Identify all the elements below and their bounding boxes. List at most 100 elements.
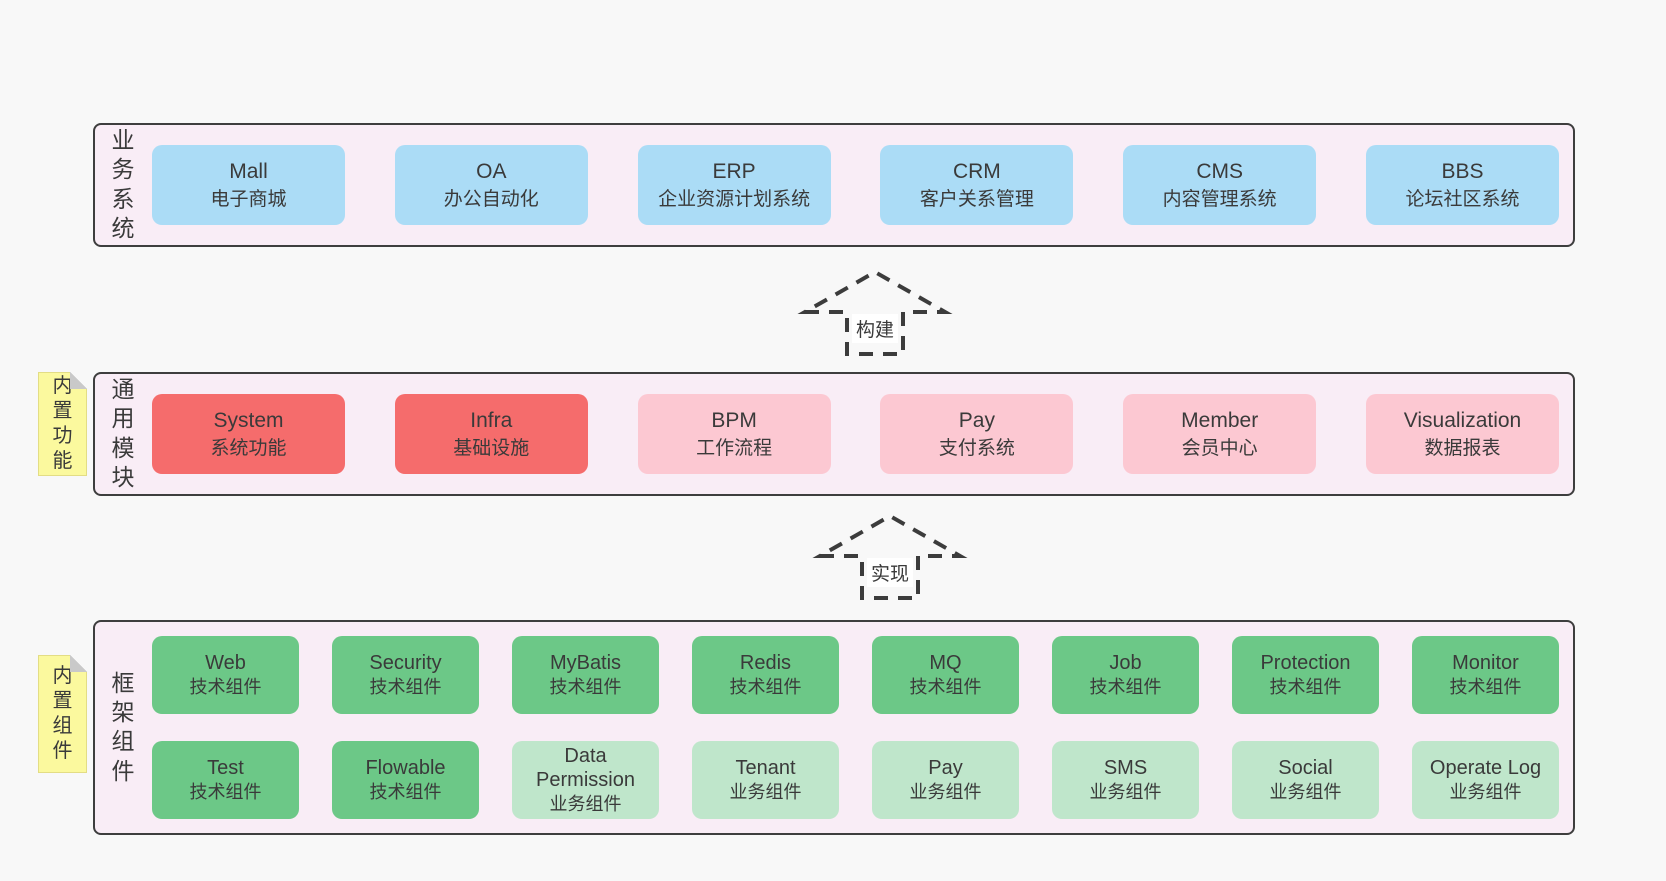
implement-arrow: 实现 — [810, 512, 970, 612]
box-pay-component: Pay 业务组件 — [872, 741, 1019, 819]
box-redis-name: Redis — [739, 652, 792, 675]
build-arrow-label: 构建 — [851, 314, 899, 343]
box-bbs-desc: 论坛社区系统 — [1405, 188, 1520, 210]
box-tenant: Tenant 业务组件 — [692, 741, 839, 819]
box-sms: SMS 业务组件 — [1052, 741, 1199, 819]
up-arrow-icon — [812, 513, 968, 600]
box-social-name: Social — [1278, 757, 1333, 780]
box-social: Social 业务组件 — [1232, 741, 1379, 819]
box-erp-desc: 企业资源计划系统 — [658, 188, 811, 210]
box-mq-desc: 技术组件 — [909, 677, 982, 698]
sticky-note-builtin-components: 内置组件 — [38, 655, 87, 773]
box-visualization-desc: 数据报表 — [1424, 437, 1501, 459]
band-business-systems: 业务系统 Mall 电子商城 OA 办公自动化 ERP 企业资源计划系统 CRM… — [93, 123, 1575, 247]
box-pay-module: Pay 支付系统 — [880, 394, 1074, 474]
box-pay-component-desc: 业务组件 — [909, 782, 982, 803]
box-bpm-name: BPM — [711, 408, 757, 432]
box-test-name: Test — [207, 757, 244, 780]
box-social-desc: 业务组件 — [1269, 782, 1342, 803]
fold-corner-icon — [70, 655, 87, 672]
box-oa: OA 办公自动化 — [394, 145, 588, 225]
box-pay-component-name: Pay — [928, 757, 963, 780]
box-mall-name: Mall — [229, 159, 268, 183]
box-job-name: Job — [1109, 652, 1142, 675]
box-oa-desc: 办公自动化 — [443, 188, 539, 210]
box-web: Web 技术组件 — [152, 636, 299, 714]
box-monitor-desc: 技术组件 — [1449, 677, 1522, 698]
box-pay-module-name: Pay — [958, 408, 995, 432]
box-security-name: Security — [369, 652, 442, 675]
framework-row-2: Test 技术组件 Flowable 技术组件 Data Permission … — [152, 741, 1559, 819]
box-security: Security 技术组件 — [332, 636, 479, 714]
box-system: System 系统功能 — [152, 394, 345, 474]
sticky-builtin-components-label: 内置组件 — [52, 665, 73, 762]
box-flowable-name: Flowable — [365, 757, 446, 780]
box-web-name: Web — [205, 652, 246, 675]
box-redis-desc: 技术组件 — [729, 677, 802, 698]
box-test-desc: 技术组件 — [189, 782, 262, 803]
box-bpm: BPM 工作流程 — [637, 394, 831, 474]
box-cms-desc: 内容管理系统 — [1162, 188, 1277, 210]
box-mybatis-desc: 技术组件 — [549, 677, 622, 698]
box-operate-log-desc: 业务组件 — [1449, 782, 1522, 803]
box-crm: CRM 客户关系管理 — [880, 145, 1074, 225]
box-mybatis: MyBatis 技术组件 — [512, 636, 659, 714]
box-sms-desc: 业务组件 — [1089, 782, 1162, 803]
box-cms-name: CMS — [1196, 159, 1244, 183]
box-visualization: Visualization 数据报表 — [1365, 394, 1559, 474]
box-oa-name: OA — [476, 159, 507, 183]
box-erp-name: ERP — [712, 159, 756, 183]
box-redis: Redis 技术组件 — [692, 636, 839, 714]
box-job: Job 技术组件 — [1052, 636, 1199, 714]
box-member-name: Member — [1181, 408, 1259, 432]
box-crm-desc: 客户关系管理 — [919, 188, 1034, 210]
box-bpm-desc: 工作流程 — [696, 437, 773, 459]
box-protection: Protection 技术组件 — [1232, 636, 1379, 714]
box-operate-log-name: Operate Log — [1429, 757, 1542, 780]
box-system-desc: 系统功能 — [210, 437, 287, 459]
box-visualization-name: Visualization — [1403, 408, 1522, 432]
box-cms: CMS 内容管理系统 — [1123, 145, 1317, 225]
box-pay-module-desc: 支付系统 — [938, 437, 1015, 459]
up-arrow-icon — [797, 269, 953, 356]
box-flowable-desc: 技术组件 — [369, 782, 442, 803]
box-crm-name: CRM — [952, 159, 1001, 183]
box-member: Member 会员中心 — [1123, 394, 1317, 474]
fold-corner-icon — [70, 372, 87, 389]
band-common-modules-label: 通用模块 — [111, 376, 135, 491]
box-mall-desc: 电子商城 — [210, 188, 287, 210]
box-mq-name: MQ — [929, 652, 962, 675]
box-data-permission: Data Permission 业务组件 — [512, 741, 659, 819]
box-member-desc: 会员中心 — [1181, 437, 1258, 459]
box-job-desc: 技术组件 — [1089, 677, 1162, 698]
box-data-permission-desc: 业务组件 — [549, 794, 622, 815]
band-common-modules: 通用模块 System 系统功能 Infra 基础设施 BPM 工作流程 Pay… — [93, 372, 1575, 496]
box-test: Test 技术组件 — [152, 741, 299, 819]
common-modules-row: System 系统功能 Infra 基础设施 BPM 工作流程 Pay 支付系统… — [152, 374, 1559, 494]
box-security-desc: 技术组件 — [369, 677, 442, 698]
box-mall: Mall 电子商城 — [152, 145, 345, 225]
band-framework-components-label: 框架组件 — [111, 669, 135, 784]
build-arrow: 构建 — [795, 268, 955, 368]
band-framework-components: 框架组件 Web 技术组件 Security 技术组件 MyBatis 技术组件… — [93, 620, 1575, 835]
box-monitor-name: Monitor — [1452, 652, 1519, 675]
box-protection-desc: 技术组件 — [1269, 677, 1342, 698]
box-mybatis-name: MyBatis — [549, 652, 622, 675]
business-systems-row: Mall 电子商城 OA 办公自动化 ERP 企业资源计划系统 CRM 客户关系… — [152, 125, 1559, 245]
box-flowable: Flowable 技术组件 — [332, 741, 479, 819]
box-protection-name: Protection — [1260, 652, 1351, 675]
box-tenant-name: Tenant — [735, 757, 796, 780]
box-system-name: System — [213, 408, 284, 432]
box-operate-log: Operate Log 业务组件 — [1412, 741, 1559, 819]
box-monitor: Monitor 技术组件 — [1412, 636, 1559, 714]
box-infra-name: Infra — [470, 408, 513, 432]
box-sms-name: SMS — [1103, 757, 1148, 780]
box-web-desc: 技术组件 — [189, 677, 262, 698]
sticky-note-builtin-features: 内置功能 — [38, 372, 87, 476]
box-infra-desc: 基础设施 — [453, 437, 530, 459]
box-mq: MQ 技术组件 — [872, 636, 1019, 714]
band-business-systems-label: 业务系统 — [111, 127, 135, 242]
framework-components-rows: Web 技术组件 Security 技术组件 MyBatis 技术组件 Redi… — [152, 622, 1559, 833]
box-data-permission-name: Data Permission — [536, 745, 635, 792]
